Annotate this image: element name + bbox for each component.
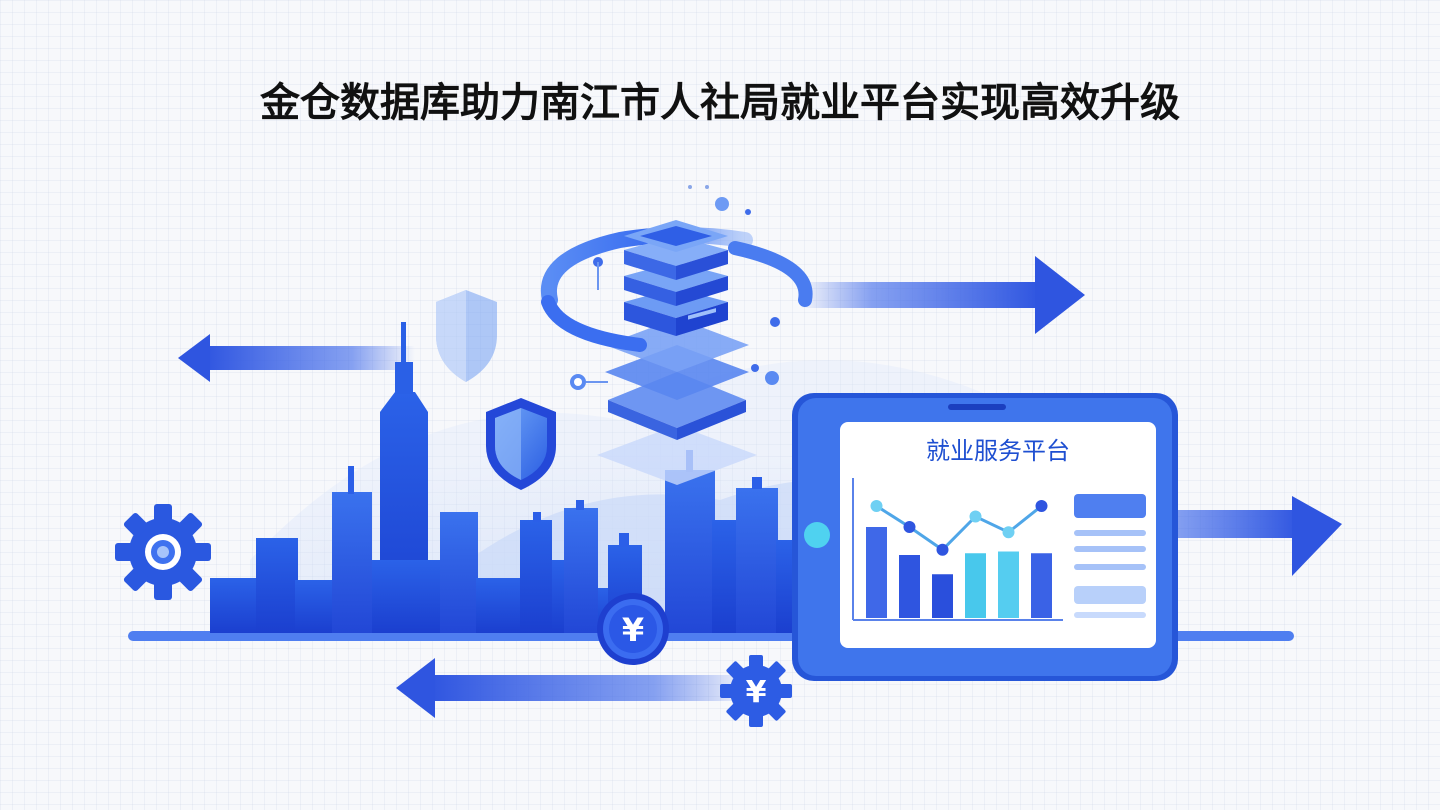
- arrow-right-top: [800, 256, 1085, 334]
- city-skyline: [210, 322, 798, 633]
- chart-bar: [965, 553, 986, 618]
- chart-point: [936, 543, 949, 556]
- platform-title: 就业服务平台: [926, 437, 1070, 465]
- chart-bar: [1031, 553, 1052, 618]
- gear-icon: [115, 504, 211, 600]
- arrow-left-top: [178, 334, 415, 382]
- yen-symbol: ¥: [622, 611, 644, 649]
- chart-point: [1035, 500, 1048, 512]
- legend-lines: [1074, 494, 1146, 618]
- chart-point: [1002, 526, 1015, 539]
- yen-coin-icon: ¥: [597, 593, 669, 665]
- shield-icon-top: [436, 290, 497, 382]
- yen-symbol-gear: ¥: [746, 675, 767, 710]
- chart-bar: [932, 574, 953, 618]
- chart-line-series: [875, 504, 1043, 552]
- yen-gear-icon: ¥: [720, 655, 792, 727]
- chart-bar: [866, 527, 887, 618]
- page-title: 金仓数据库助力南江市人社局就业平台实现高效升级: [260, 80, 1180, 126]
- chart-bar: [899, 555, 920, 618]
- tablet-screen: 就业服务平台: [852, 437, 1146, 621]
- chart-point: [969, 510, 982, 523]
- arrow-left-bottom: [396, 658, 750, 718]
- database-server-icon: [540, 185, 813, 485]
- chart-bar: [998, 551, 1019, 618]
- shield-icon: [486, 398, 556, 490]
- chart-point: [903, 521, 916, 533]
- chart-point: [870, 500, 883, 512]
